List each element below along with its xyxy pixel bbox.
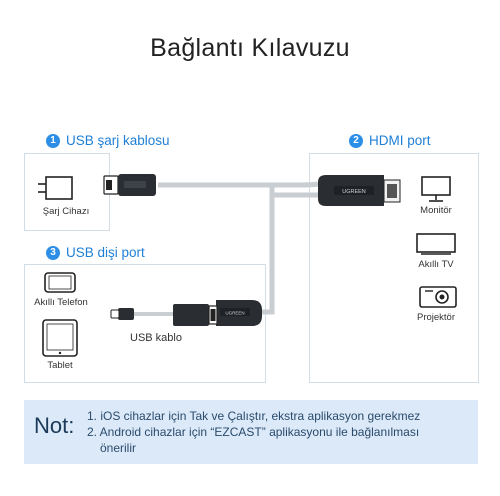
usb-female-port-label: USB dişi port (66, 245, 145, 260)
smartphone-caption: Akıllı Telefon (34, 297, 88, 308)
note-line-2: 2. Android cihazlar için “EZCAST” aplika… (87, 425, 420, 439)
step-number-1: 1 (46, 133, 60, 148)
smart-tv-caption: Akıllı TV (418, 259, 454, 270)
monitor-icon (421, 176, 451, 202)
monitor-caption: Monitör (420, 205, 452, 216)
step-number-3: 3 (46, 245, 60, 260)
usb-female-port-icon: UGREEN (216, 300, 262, 326)
hdmi-port-label: HDMI port (369, 133, 431, 148)
smartphone-icon (44, 272, 76, 293)
note-label: Not: (34, 413, 75, 438)
usb-charge-cable-label: USB şarj kablosu (66, 133, 170, 148)
hdmi-plug-icon: UGREEN (318, 175, 401, 206)
tablet-icon (42, 319, 78, 357)
projector-icon (419, 286, 457, 308)
usb-female-brand-text: UGREEN (225, 311, 244, 316)
projector-caption: Projektör (416, 312, 455, 323)
wall-charger-icon (38, 176, 73, 200)
hdmi-brand-text: UGREEN (342, 189, 366, 195)
page-title: Bağlantı Kılavuzu (150, 34, 350, 62)
section-hdmi-label: 2 HDMI port (349, 133, 431, 148)
section-usb-charge-label: 1 USB şarj kablosu (46, 133, 170, 148)
note-line-1: 1. iOS cihazlar için Tak ve Çalıştır, ek… (87, 409, 421, 423)
smart-tv-icon (416, 233, 456, 255)
charger-caption: Şarj Cihazı (42, 206, 90, 217)
usb-cable-caption: USB kablo (130, 332, 182, 344)
note-line-3: önerilir (100, 441, 137, 455)
note-panel (24, 400, 478, 464)
lightning-connector-icon (110, 308, 134, 320)
tablet-caption: Tablet (47, 360, 73, 371)
step-number-2: 2 (349, 133, 363, 148)
usb-a-plug-inserted-icon (133, 304, 218, 326)
section-usb-female-label: 3 USB dişi port (46, 245, 145, 260)
usb-a-plug-icon (103, 174, 156, 196)
usb-charge-cable (158, 181, 319, 188)
usb-female-cable (262, 185, 275, 315)
